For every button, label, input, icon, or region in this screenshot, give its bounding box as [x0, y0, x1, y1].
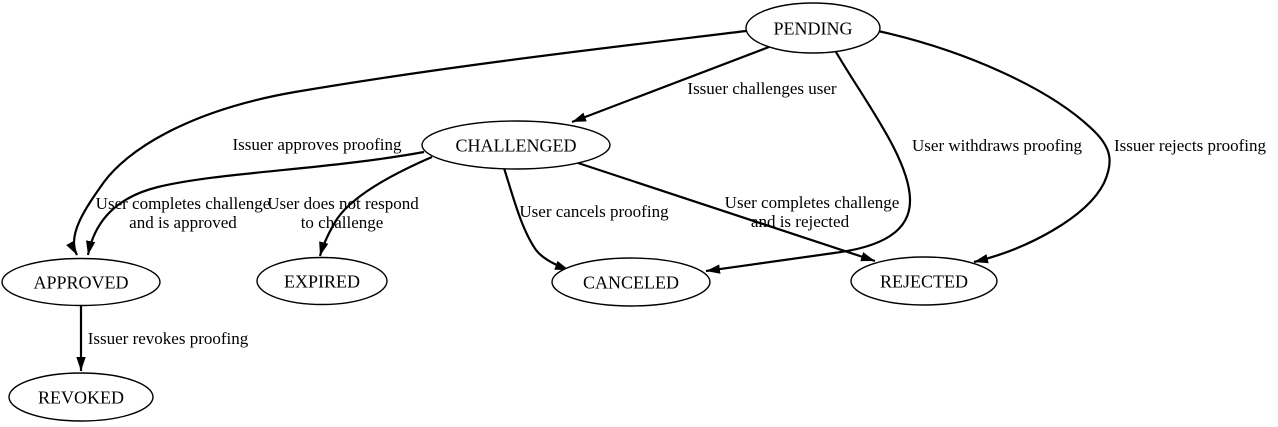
nodes-layer: PENDING CHALLENGED APPROVED EXPIRED CANC…	[1, 2, 998, 422]
edge-label-issuer-revokes-proofing: Issuer revokes proofing	[88, 329, 249, 348]
challenged-label: CHALLENGED	[456, 135, 577, 155]
canceled-label: CANCELED	[583, 272, 679, 292]
edge-challenged-canceled	[502, 167, 570, 272]
state-node-expired: EXPIRED	[256, 256, 388, 306]
revoked-label: REVOKED	[38, 387, 124, 407]
edge-label-user-completes-challenge-rejected-line2: and is rejected	[751, 212, 850, 231]
edge-label-issuer-approves-proofing: Issuer approves proofing	[232, 135, 402, 154]
edge-label-issuer-challenges-user: Issuer challenges user	[687, 79, 837, 98]
state-node-approved: APPROVED	[1, 257, 161, 307]
edge-label-user-completes-challenge-rejected-line1: User completes challenge	[725, 193, 900, 212]
canceled-ellipse	[551, 257, 711, 307]
edge-label-user-completes-challenge-approved-line1: User completes challenge	[96, 194, 271, 213]
expired-ellipse	[256, 256, 388, 306]
pending-ellipse	[745, 2, 881, 54]
rejected-ellipse	[850, 256, 998, 306]
challenged-ellipse	[421, 120, 611, 170]
edges-layer	[66, 29, 1111, 371]
rejected-label: REJECTED	[880, 271, 968, 291]
edge-labels-layer: Issuer challenges user Issuer approves p…	[88, 79, 1267, 348]
state-node-rejected: REJECTED	[850, 256, 998, 306]
edge-challenged-approved	[86, 150, 425, 256]
state-node-challenged: CHALLENGED	[421, 120, 611, 170]
edge-challenged-expired	[318, 155, 433, 257]
edge-label-user-completes-challenge-approved-line2: and is approved	[129, 213, 237, 232]
edge-pending-approved	[66, 29, 747, 256]
pending-label: PENDING	[774, 18, 853, 38]
edge-label-user-does-not-respond-line2: to challenge	[301, 213, 384, 232]
approved-label: APPROVED	[33, 272, 128, 292]
state-node-canceled: CANCELED	[551, 257, 711, 307]
edge-challenged-rejected	[577, 161, 876, 263]
edge-pending-canceled	[705, 51, 912, 274]
state-node-pending: PENDING	[745, 2, 881, 54]
state-node-revoked: REVOKED	[8, 372, 154, 422]
edge-pending-challenged	[571, 45, 770, 124]
edge-label-user-withdraws-proofing: User withdraws proofing	[912, 136, 1082, 155]
edge-label-issuer-rejects-proofing: Issuer rejects proofing	[1114, 136, 1267, 155]
edge-label-user-does-not-respond-line1: User does not respond	[267, 194, 419, 213]
edge-label-user-cancels-proofing: User cancels proofing	[519, 202, 669, 221]
edge-pending-rejected	[877, 29, 1111, 264]
expired-label: EXPIRED	[284, 271, 360, 291]
revoked-ellipse	[8, 372, 154, 422]
approved-ellipse	[1, 257, 161, 307]
